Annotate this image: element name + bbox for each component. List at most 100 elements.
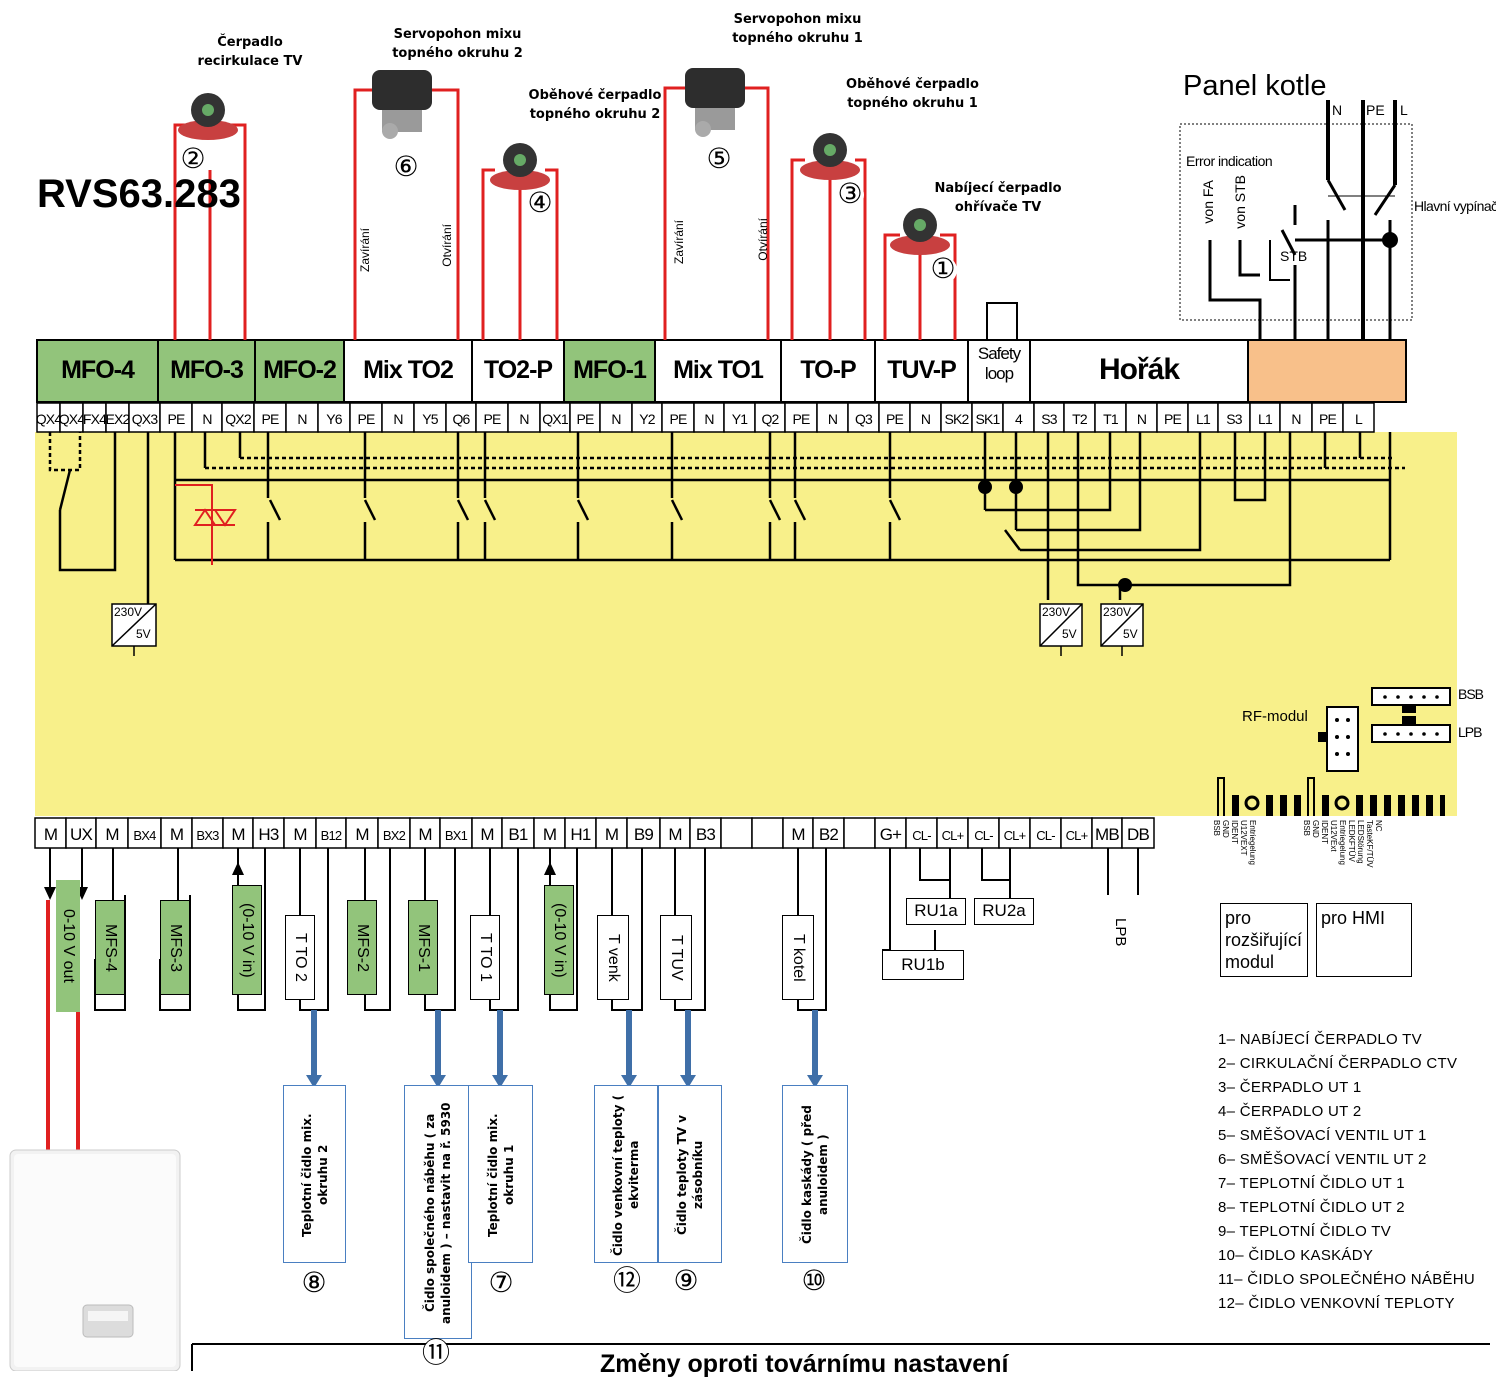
von-stb: von STB — [1232, 175, 1248, 229]
top-terminal-cell — [221, 402, 255, 433]
bottom-terminal-label: BX3 — [196, 828, 219, 843]
title-pump-1: Oběhové čerpadlo topného okruhu 1 — [846, 77, 979, 111]
bottom-sensor-label: MFS-3 — [167, 923, 184, 972]
bottom-terminal-cell — [874, 817, 907, 849]
bottom-sensor-label: (0-10 V in) — [239, 902, 256, 978]
stb-label: STB — [1280, 248, 1308, 264]
legend-item: 3– ČERPADLO UT 1 — [1218, 1079, 1362, 1096]
ru1a-box: RU1a — [906, 898, 966, 925]
legend-item: 5– SMĚŠOVACÍ VENTIL UT 1 — [1218, 1127, 1427, 1144]
bottom-terminal-cell — [843, 817, 876, 849]
bottom-terminal-cell — [315, 817, 347, 849]
bottom-terminal-cell — [967, 817, 1000, 849]
top-terminal-label: PE — [576, 411, 594, 427]
ru2a-box: RU2a — [974, 898, 1034, 925]
bottom-terminal-cell — [191, 817, 224, 849]
bottom-sensor-label: (0-10 V in) — [551, 902, 568, 978]
top-terminal-label: QX4 — [59, 411, 86, 427]
legend-item: 8– TEPLOTNÍ ČIDLO UT 2 — [1218, 1199, 1405, 1216]
legend-item: 11– ČIDLO SPOLEČNÉHO NÁBĚHU — [1218, 1271, 1476, 1288]
panel-title: Panel kotle — [1183, 70, 1327, 102]
top-terminal-label: N — [704, 411, 713, 427]
top-block-label: Safety loop — [977, 344, 1021, 383]
bottom-terminal-label: M — [44, 825, 57, 844]
pin-label: BSB — [1212, 820, 1221, 837]
bottom-terminal-cell — [409, 817, 441, 849]
top-terminal-cell — [1063, 402, 1096, 433]
conv3-5v: 5V — [1123, 627, 1138, 641]
main-switch-label: Hlavní vypínač — [1414, 198, 1496, 214]
pin-label: LEDStörung — [1356, 820, 1365, 864]
top-terminal-label: L1 — [1258, 411, 1273, 427]
controller-board — [35, 432, 1457, 816]
bottom-terminal-label: DB — [1127, 825, 1149, 844]
top-terminal-cell — [539, 402, 571, 433]
top-terminal-label: 4 — [1015, 411, 1023, 427]
bottom-terminal-label: BX2 — [383, 828, 406, 843]
pin-label: BSB — [1302, 820, 1311, 837]
top-terminal-cell — [1002, 402, 1035, 433]
bottom-terminal-label: BX4 — [133, 828, 156, 843]
top-terminal-cell — [191, 402, 223, 433]
sensor-box-8: Teplotní čidlo mix. okruhu 2 — [283, 1085, 346, 1263]
label-open-1: Otvírání — [756, 218, 770, 261]
bottom-terminal-label: MB — [1095, 825, 1119, 844]
bottom-terminal-label: M — [791, 825, 804, 844]
top-terminal-cell — [285, 402, 319, 433]
title-recirc-pump: Čerpadlo recirkulace TV — [197, 35, 303, 69]
num-7: ⑦ — [487, 1267, 515, 1298]
sensor-box-12: Čidlo venkovní teploty ( ekviterma — [594, 1085, 658, 1263]
junction-dots — [978, 480, 1132, 592]
bottom-terminal-cell — [1060, 817, 1093, 849]
top-terminal-label: S3 — [1226, 411, 1243, 427]
bottom-terminal-label: G+ — [880, 825, 902, 844]
actuator-icons — [372, 68, 745, 139]
top-terminal-label: L1 — [1196, 411, 1211, 427]
top-block-label: Mix TO2 — [363, 356, 454, 384]
top-terminal-label: N — [1291, 411, 1300, 427]
bottom-terminal-label: CL+ — [942, 828, 964, 843]
top-terminal-label: N — [297, 411, 306, 427]
bottom-terminal-cell — [65, 817, 97, 849]
bottom-terminal-label: H3 — [258, 825, 278, 844]
top-terminal-label: N — [519, 411, 528, 427]
top-terminal-label: QX3 — [132, 411, 159, 427]
num-11: ⑪ — [422, 1337, 451, 1368]
bottom-terminal-label: M — [293, 825, 306, 844]
pin-label: NC — [1374, 820, 1383, 832]
top-terminal-label: EX2 — [105, 411, 130, 427]
top-terminal-cell — [1279, 402, 1313, 433]
rf-module-label: RF-modul — [1242, 708, 1308, 725]
bottom-terminal-label: M — [605, 825, 618, 844]
top-block-label: TO2-P — [483, 356, 553, 384]
bottom-sensor: MFS-4 — [95, 900, 125, 995]
von-fa: von FA — [1200, 180, 1216, 224]
top-terminal-label: PE — [357, 411, 375, 427]
bottom-terminal-label: BX1 — [445, 828, 468, 843]
bottom-terminal-label: B1 — [508, 825, 528, 844]
top-terminal-label: N — [828, 411, 837, 427]
bottom-terminal-label: CL- — [1036, 828, 1055, 843]
top-terminal-label: QX4 — [36, 411, 63, 427]
top-terminal-label: QX2 — [225, 411, 252, 427]
bottom-sensor-label: 0-10 V out — [60, 909, 77, 983]
top-terminal-label: S3 — [1041, 411, 1058, 427]
pin-label: Entriegelung — [1248, 820, 1257, 865]
top-terminal-label: Q3 — [855, 411, 873, 427]
bottom-terminal-label: M — [355, 825, 368, 844]
bottom-terminal-label: M — [418, 825, 431, 844]
bottom-terminal-label: M — [105, 825, 118, 844]
top-block-label: TO-P — [800, 356, 856, 384]
title-charging-pump: Nabíjecí čerpadlo ohřívače TV — [934, 181, 1062, 215]
sensor-text: Teplotní čidlo mix. okruhu 1 — [485, 1113, 516, 1237]
top-block-label: TUV-P — [887, 356, 957, 384]
top-terminal-cell — [816, 402, 849, 433]
bottom-sensor-label: MFS-4 — [102, 923, 119, 972]
pin-label: IDENT — [1230, 820, 1239, 844]
top-terminal-cell — [317, 402, 351, 433]
rf-module-connector — [1318, 706, 1359, 772]
top-terminal-label: SK2 — [944, 411, 969, 427]
bottom-sensor: T kotel — [782, 915, 814, 1000]
top-block-label: MFO-3 — [170, 356, 244, 384]
panel-kotle-box — [1179, 100, 1413, 340]
